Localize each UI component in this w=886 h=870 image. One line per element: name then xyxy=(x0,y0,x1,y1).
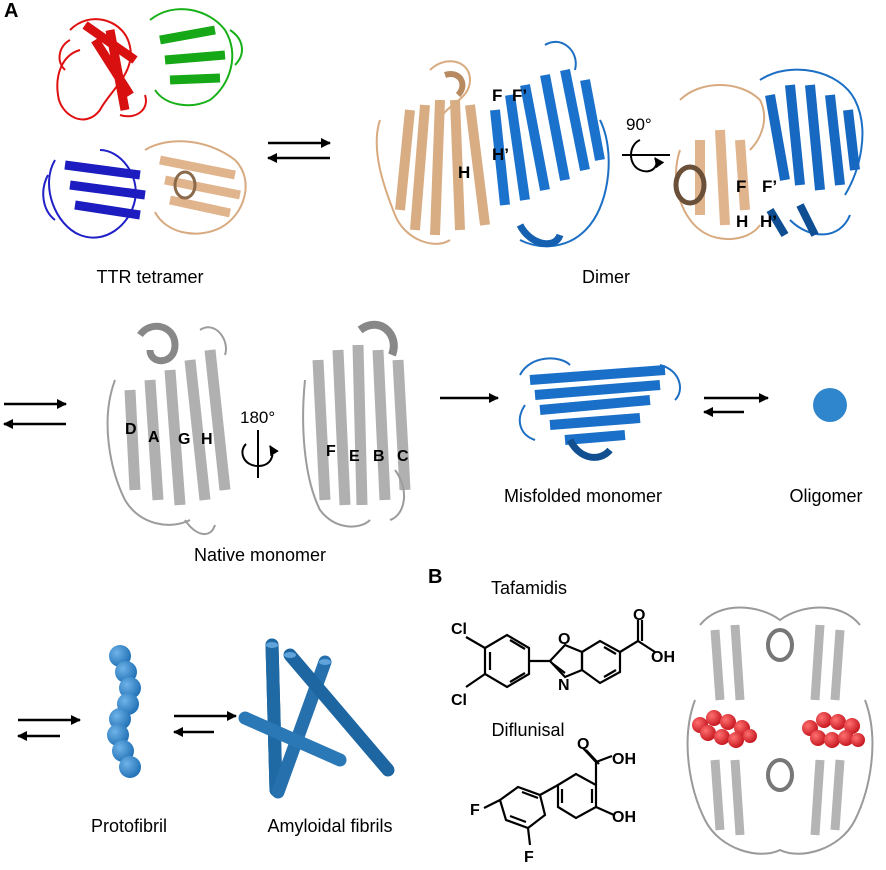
rotation-180-label: 180° xyxy=(240,408,275,427)
dimer-label-h: H xyxy=(458,163,470,182)
tetramer-chain-green xyxy=(149,8,243,107)
tetramer-chain-blue xyxy=(42,149,146,239)
tafamidis-atom-cl-top: Cl xyxy=(451,621,467,638)
caption-oligomer: Oligomer xyxy=(789,486,863,506)
tafamidis-atom-cl-bottom: Cl xyxy=(451,692,467,709)
dimer-side-label-h: H xyxy=(736,212,748,231)
equilibrium-arrow-protofibril-fibrils xyxy=(173,711,237,737)
native-monomer-structure-left xyxy=(106,322,231,535)
caption-ttr-tetramer: TTR tetramer xyxy=(96,267,204,287)
diflunisal-atom-f-bottom: F xyxy=(524,849,534,866)
tafamidis-atom-o-carbonyl: O xyxy=(633,607,645,624)
monomer-label-c: C xyxy=(397,448,409,465)
dimer-structure-front: F F’ H H’ xyxy=(375,40,610,248)
dimer-side-label-f: F xyxy=(736,177,746,196)
diflunisal-atom-oh-acid: OH xyxy=(612,751,636,768)
caption-amyloidal-fibrils: Amyloidal fibrils xyxy=(267,816,393,836)
oligomer-sphere xyxy=(813,388,847,422)
equilibrium-arrow-dimer-monomer xyxy=(3,399,67,429)
tetramer-chain-wheat xyxy=(144,140,247,235)
panel-label-b: B xyxy=(428,566,443,588)
dimer-structure-side: F F’ H H’ xyxy=(673,68,864,241)
amyloidal-fibrils xyxy=(238,638,395,799)
caption-tafamidis: Tafamidis xyxy=(490,578,568,598)
dimer-side-chain-azure xyxy=(759,68,864,238)
rotation-90-icon xyxy=(622,139,670,173)
rotation-180-icon xyxy=(241,430,279,478)
bound-ligand-right xyxy=(802,712,865,748)
monomer-label-g: G xyxy=(178,431,190,448)
caption-dimer: Dimer xyxy=(582,267,630,287)
rotation-90-label: 90° xyxy=(626,115,652,134)
dimer-label-f: F xyxy=(492,86,502,105)
monomer-label-h: H xyxy=(201,431,213,448)
ttr-tetramer-structure xyxy=(42,8,247,239)
dimer-side-label-h-prime: H’ xyxy=(760,212,777,231)
dimer-label-h-prime: H’ xyxy=(492,145,509,164)
tafamidis-atom-oh: OH xyxy=(651,649,675,666)
protofibril-chain xyxy=(107,645,141,778)
monomer-label-b: B xyxy=(373,448,385,465)
equilibrium-arrow-tetramer-dimer xyxy=(267,138,331,163)
tafamidis-structure xyxy=(465,620,656,689)
caption-diflunisal: Diflunisal xyxy=(491,720,565,740)
monomer-label-e: E xyxy=(349,448,360,465)
diflunisal-atom-o-carbonyl: O xyxy=(577,736,589,753)
dimer-chain-wheat xyxy=(375,60,490,245)
caption-misfolded-monomer: Misfolded monomer xyxy=(503,486,663,506)
native-monomer-structure-right xyxy=(302,320,411,528)
ttr-ligand-complex xyxy=(686,606,874,855)
monomer-label-a: A xyxy=(148,429,160,446)
diflunisal-structure xyxy=(483,747,615,846)
tetramer-chain-red xyxy=(56,18,147,121)
panel-label-a: A xyxy=(4,0,19,22)
dimer-side-chain-wheat xyxy=(673,84,766,241)
misfolded-monomer-structure xyxy=(518,357,681,461)
tafamidis-atom-o-ring: O xyxy=(558,631,570,648)
tafamidis-atom-n: N xyxy=(558,677,570,694)
dimer-side-label-f-prime: F’ xyxy=(762,177,777,196)
caption-protofibril: Protofibril xyxy=(90,816,168,836)
equilibrium-arrow-oligomer-protofibril xyxy=(17,715,81,741)
diflunisal-atom-f-left: F xyxy=(470,802,480,819)
dimer-label-f-prime: F’ xyxy=(512,86,527,105)
caption-native-monomer: Native monomer xyxy=(193,545,327,565)
monomer-label-f: F xyxy=(326,443,336,460)
dimer-chain-azure xyxy=(490,40,610,248)
monomer-label-d: D xyxy=(125,421,137,438)
diflunisal-atom-oh-phenol: OH xyxy=(612,809,636,826)
bound-ligand-left xyxy=(692,710,757,748)
equilibrium-arrow-misfolded-oligomer xyxy=(703,393,769,417)
